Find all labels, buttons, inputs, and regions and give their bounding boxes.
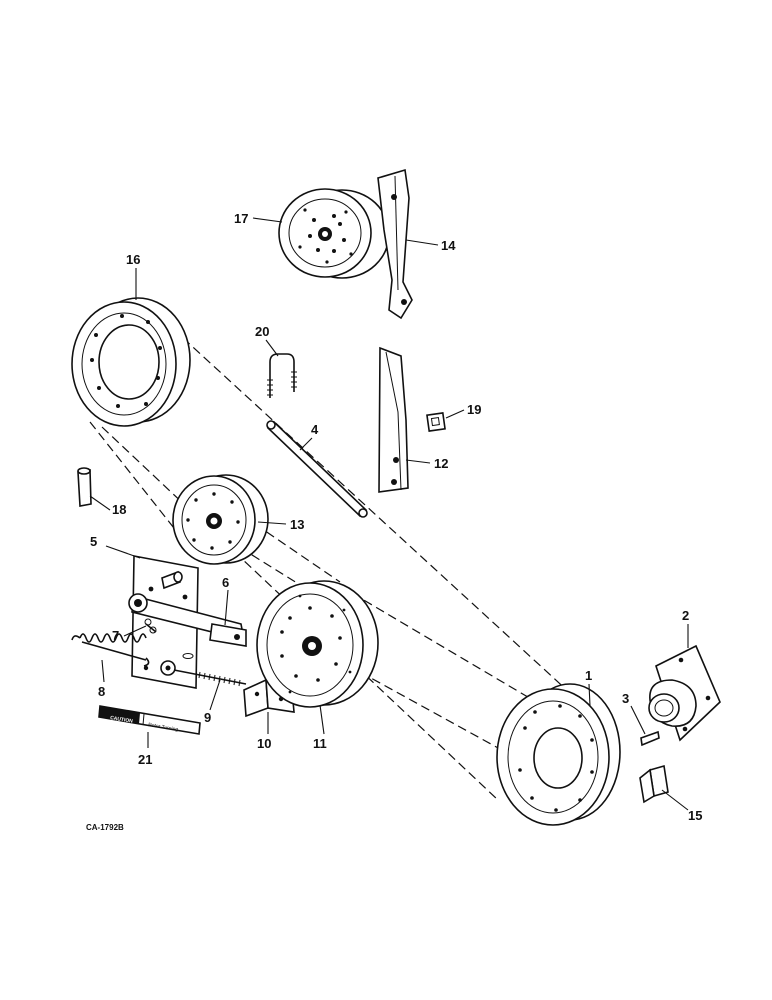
spring-8 [71,633,150,667]
drive-belts [89,337,583,801]
pulley-13 [172,474,269,565]
pulley-17 [278,188,390,279]
callout-6: 6 [222,575,229,590]
callout-9: 9 [204,710,211,725]
callout-13: 13 [290,517,304,532]
housing-2 [648,644,721,742]
decal-21: CAUTION Rotor Turning [98,705,201,735]
pulley-16 [71,297,191,427]
rod-9 [160,660,247,687]
clip-15 [639,764,669,804]
callout-19: 19 [467,402,481,417]
bracket-14 [377,168,413,320]
callout-16: 16 [126,252,140,267]
callout-5: 5 [90,534,97,549]
callout-18: 18 [112,502,126,517]
callout-15: 15 [688,808,702,823]
pulley-1 [496,683,621,826]
callout-14: 14 [441,238,456,253]
callout-10: 10 [257,736,271,751]
callout-8: 8 [98,684,105,699]
pin-18 [77,467,92,507]
callout-11: 11 [313,736,327,751]
callout-labels: 1 2 3 4 5 6 7 8 9 10 11 12 13 14 15 16 1… [86,211,702,832]
shaft-4 [266,420,368,518]
pin-7 [144,618,157,634]
arm-6 [128,593,247,647]
callout-21: 21 [138,752,152,767]
key-3 [640,730,660,747]
u-bolt-20 [267,353,297,398]
nut-19 [426,412,446,432]
callout-7: 7 [112,628,119,643]
callout-3: 3 [622,691,629,706]
decal-right-text: Rotor Turning [148,722,179,733]
callout-17: 17 [234,211,248,226]
pulley-11 [256,580,379,708]
callout-12: 12 [434,456,448,471]
callout-1: 1 [585,668,592,683]
callout-2: 2 [682,608,689,623]
callout-4: 4 [311,422,319,437]
drawing-id: CA-1792B [86,823,124,832]
callout-20: 20 [255,324,269,339]
leader-lines [89,217,689,811]
decal-left-text: CAUTION [110,715,134,725]
bracket-12 [378,346,409,493]
